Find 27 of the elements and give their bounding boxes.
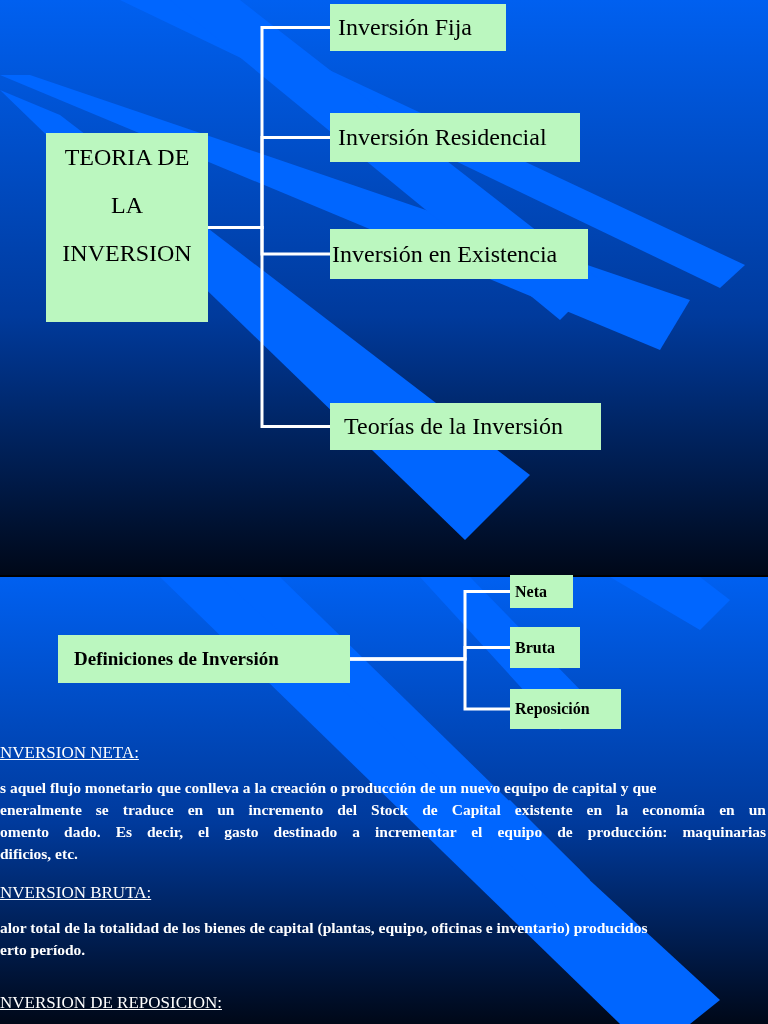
body-text: eneralmente se traduce en un incremento del Stock de Capital existente en la economía en un <box>0 800 766 820</box>
section-heading: NVERSION BRUTA: <box>0 883 152 903</box>
concept-box <box>330 113 580 162</box>
node-text: Teorías de la Inversión <box>344 413 563 440</box>
concept-box <box>58 635 350 683</box>
connector-line <box>350 657 510 711</box>
concept-box <box>330 229 588 279</box>
node-text: TEORIA DE LA INVERSION <box>61 143 193 268</box>
concept-box <box>510 575 573 608</box>
node-text: Inversión en Existencia <box>332 240 558 268</box>
node-text: Inversión Residencial <box>338 124 547 151</box>
body-text: omento dado. Es decir, el gasto destinado a incrementar el equipo de producción: maquinarias <box>0 822 766 842</box>
node-text: Reposición <box>515 700 590 718</box>
body-text: dificios, etc. <box>0 844 78 864</box>
body-text: erto período. <box>0 940 86 960</box>
concept-box <box>510 627 580 668</box>
concept-box <box>510 689 621 729</box>
section-heading: NVERSION DE REPOSICION: <box>0 993 222 1013</box>
concept-box <box>46 133 208 322</box>
concept-box <box>330 403 601 450</box>
node-text: Neta <box>515 582 547 601</box>
node-text: Definiciones de Inversión <box>74 648 279 670</box>
section-heading: NVERSION NETA: <box>0 743 139 763</box>
node-text: Inversión Fija <box>338 14 472 41</box>
node-text: Bruta <box>515 638 555 657</box>
concept-box <box>330 4 506 51</box>
body-text: s aquel flujo monetario que conlleva a la creación o producción de un nuevo equipo de capital y que <box>0 778 657 798</box>
